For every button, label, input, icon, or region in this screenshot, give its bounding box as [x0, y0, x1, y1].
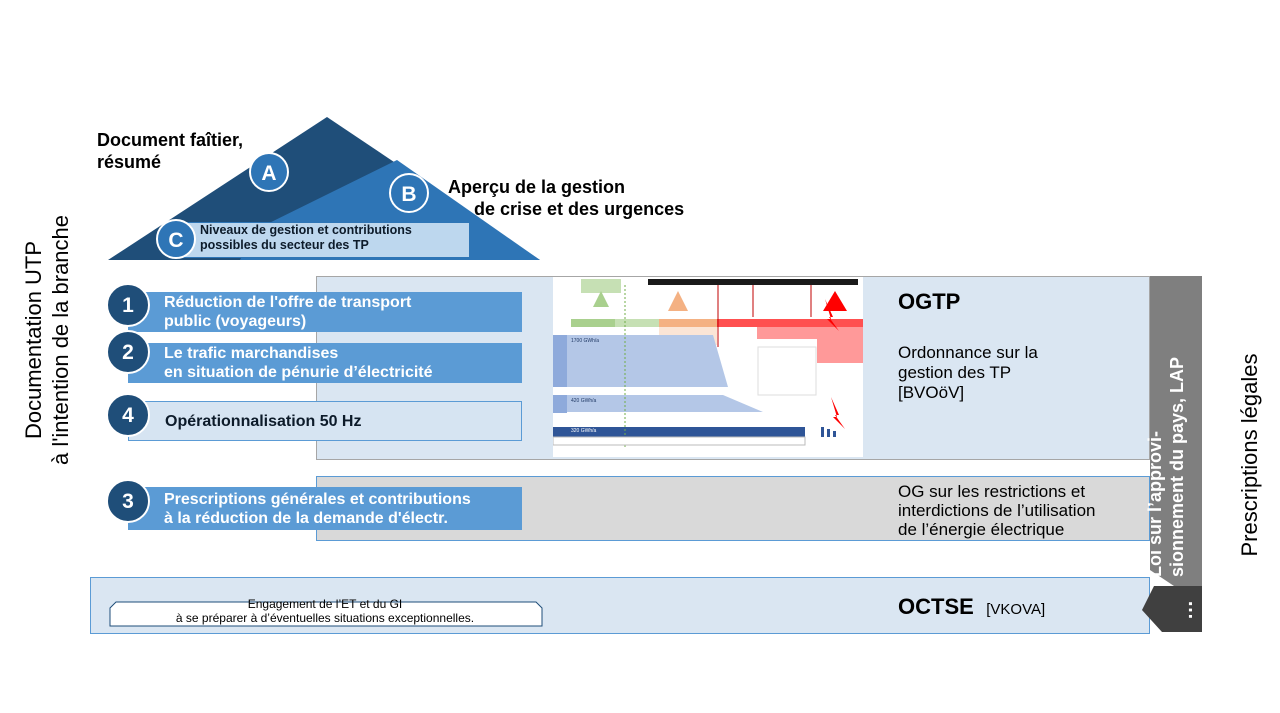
pyramid-a-label: Document faîtier, résumé: [97, 129, 243, 173]
octse-title: OCTSE: [898, 594, 974, 619]
mini-chart-value-mid: 420 GWh/a: [571, 398, 597, 404]
pyramid-c-line1: Niveaux de gestion et contributions: [200, 223, 412, 237]
octse-title-row: OCTSE [VKOVA]: [898, 594, 1045, 620]
measure-2-bar: Le trafic marchandises en situation de p…: [128, 343, 522, 383]
pyramid-c-line2: possibles du secteur des TP: [200, 238, 369, 252]
measure-1-badge: 1: [106, 283, 150, 327]
og-line3: de l’énergie électrique: [898, 520, 1065, 539]
measure-4-badge: 4: [106, 393, 150, 437]
pyramid-c-box: [175, 222, 470, 258]
measure-3-badge: 3: [106, 479, 150, 523]
octse-note-shape: [109, 601, 543, 627]
octse-note-line1: Engagement de l’ET et du GI: [247, 597, 403, 611]
pyramid-a-line2: résumé: [97, 152, 162, 172]
pyramid-a-line1: Document faîtier,: [97, 130, 244, 150]
octse-note: Engagement de l’ET et du GI à se prépare…: [110, 597, 540, 625]
octse-sub: [VKOVA]: [986, 601, 1046, 618]
octse-note-line2: à se préparer à d’éventuelles situations…: [175, 611, 475, 625]
og-description: OG sur les restrictions et interdictions…: [898, 482, 1096, 539]
mini-chart-graphic: [553, 279, 863, 447]
lap-line2: sionnement du pays, LAP: [1167, 356, 1187, 577]
lap-ellipsis: …: [1175, 600, 1197, 620]
badge-c: C: [156, 219, 196, 259]
mini-chart-thumbnail: 1700 GWh/a 420 GWh/a 320 GWh/a: [553, 277, 863, 457]
mini-chart-value-bot: 320 GWh/a: [571, 428, 597, 434]
measure-3-line1: Prescriptions générales et contributions: [164, 490, 471, 508]
ogtp-title: OGTP: [898, 289, 961, 314]
mini-chart-value-top: 1700 GWh/a: [571, 338, 600, 344]
measure-3-bar: Prescriptions générales et contributions…: [128, 487, 522, 530]
measure-3-line2: à la réduction de la demande d'électr.: [164, 509, 448, 527]
og-line1: OG sur les restrictions et: [898, 482, 1086, 501]
lap-label: Loi sur l’approvi- sionnement du pays, L…: [1144, 297, 1194, 577]
ogtp-line1: Ordonnance sur la: [898, 343, 1038, 362]
badge-b: B: [389, 173, 429, 213]
og-line2: interdictions de l’utilisation: [898, 501, 1096, 520]
measure-4-bar: Opérationnalisation 50 Hz: [128, 401, 522, 441]
measure-2-badge: 2: [106, 330, 150, 374]
pyramid-b-line1: Aperçu de la gestion: [448, 177, 626, 197]
measure-1-bar: Réduction de l'offre de transport public…: [128, 292, 522, 332]
measure-4-line1: Opérationnalisation 50 Hz: [165, 412, 362, 430]
measure-2-line1: Le trafic marchandises: [164, 345, 339, 362]
badge-a: A: [249, 152, 289, 192]
pyramid-c-label: Niveaux de gestion et contributions poss…: [200, 223, 412, 253]
measure-1-line1: Réduction de l'offre de transport: [164, 294, 412, 311]
lap-line1: Loi sur l’approvi-: [1145, 430, 1165, 577]
right-vertical-label: Prescriptions légales: [1237, 353, 1262, 557]
measure-2-line2: en situation de pénurie d’électricité: [164, 364, 433, 381]
ogtp-line2: gestion des TP: [898, 363, 1012, 382]
measure-1-line2: public (voyageurs): [164, 313, 307, 330]
ogtp-description: Ordonnance sur la gestion des TP [BVOöV]: [898, 343, 1038, 403]
pyramid-b-label: Aperçu de la gestion de crise et des urg…: [448, 176, 684, 220]
lap-arrow: [1142, 276, 1202, 632]
ogtp-line3: [BVOöV]: [898, 383, 965, 402]
pyramid-b-line2: de crise et des urgences: [474, 199, 685, 219]
